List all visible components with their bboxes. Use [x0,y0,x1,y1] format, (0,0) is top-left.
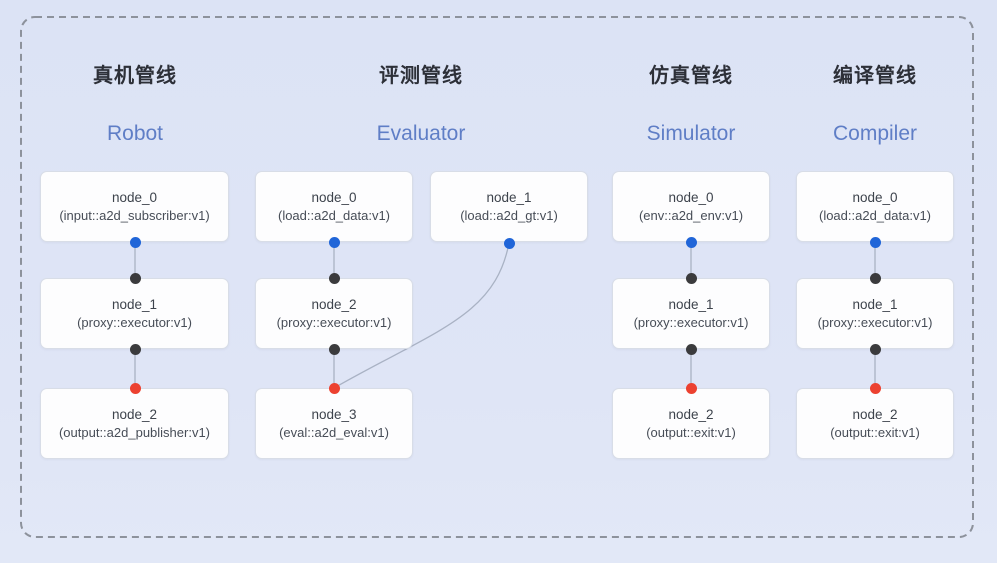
node-card-eval-2: node_2 (proxy::executor:v1) [255,278,413,349]
node-type: (load::a2d_gt:v1) [460,207,558,223]
node-card-robot-1: node_1 (proxy::executor:v1) [40,278,229,349]
node-name: node_0 [668,189,714,205]
header-en-compiler: Compiler [832,122,918,145]
node-type: (proxy::executor:v1) [77,314,192,330]
node-type: (proxy::executor:v1) [633,314,749,330]
connector-eval-1-3-curve [333,242,510,389]
node-card-sim-1: node_1 (proxy::executor:v1) [612,278,770,349]
node-card-robot-0: node_0 (input::a2d_subscriber:v1) [40,171,229,242]
port-dot-final-input-icon [129,382,141,394]
node-type: (env::a2d_env:v1) [638,207,744,223]
node-name: node_2 [311,296,357,312]
header-en-evaluator: Evaluator [376,122,466,145]
port-dot-output-icon [685,236,697,248]
header-zh-compiler: 编译管线 [833,65,917,87]
header-en-robot: Robot [106,122,164,145]
port-dot-final-input-icon [869,382,881,394]
port-dot-final-input-icon [328,382,340,394]
node-name: node_1 [486,189,532,205]
node-type: (proxy::executor:v1) [276,314,392,330]
port-dot-output-icon [869,344,881,355]
port-dot-output-icon [685,344,697,355]
port-dot-input-icon [129,272,141,284]
port-dot-output-icon [328,236,340,248]
port-dot-output-icon [129,236,141,248]
node-name: node_2 [111,406,158,422]
node-name: node_1 [852,296,898,312]
node-name: node_0 [852,189,898,205]
node-card-sim-0: node_0 (env::a2d_env:v1) [612,171,770,242]
port-dot-input-icon [685,272,697,284]
node-type: (input::a2d_subscriber:v1) [59,207,210,223]
node-card-comp-2: node_2 (output::exit:v1) [796,388,954,459]
node-type: (load::a2d_data:v1) [277,207,391,223]
header-zh-simulator: 仿真管线 [649,65,733,87]
node-card-eval-3: node_3 (eval::a2d_eval:v1) [255,388,413,459]
node-type: (output::a2d_publisher:v1) [58,424,211,440]
header-zh-evaluator: 评测管线 [379,65,463,87]
header-zh-robot: 真机管线 [93,65,177,87]
node-card-comp-0: node_0 (load::a2d_data:v1) [796,171,954,242]
port-dot-input-icon [328,272,340,284]
dashed-border [20,16,974,538]
node-type: (output::exit:v1) [646,424,736,440]
header-en-simulator: Simulator [646,122,736,145]
node-card-comp-1: node_1 (proxy::executor:v1) [796,278,954,349]
node-name: node_0 [311,189,357,205]
node-card-robot-2: node_2 (output::a2d_publisher:v1) [40,388,229,459]
node-name: node_0 [111,189,158,205]
node-card-eval-1: node_1 (load::a2d_gt:v1) [430,171,588,242]
port-dot-output-icon [328,344,340,355]
node-type: (proxy::executor:v1) [817,314,933,330]
node-name: node_1 [111,296,158,312]
node-name: node_3 [311,406,357,422]
port-dot-output-icon [129,344,141,355]
node-type: (output::exit:v1) [830,424,920,440]
port-dot-output-icon [503,237,515,249]
port-dot-output-icon [869,236,881,248]
port-dot-input-icon [869,272,881,284]
node-type: (load::a2d_data:v1) [818,207,932,223]
node-card-eval-0: node_0 (load::a2d_data:v1) [255,171,413,242]
node-type: (eval::a2d_eval:v1) [279,424,389,440]
node-name: node_2 [668,406,714,422]
node-name: node_1 [668,296,714,312]
node-name: node_2 [852,406,898,422]
port-dot-final-input-icon [685,382,697,394]
node-card-sim-2: node_2 (output::exit:v1) [612,388,770,459]
